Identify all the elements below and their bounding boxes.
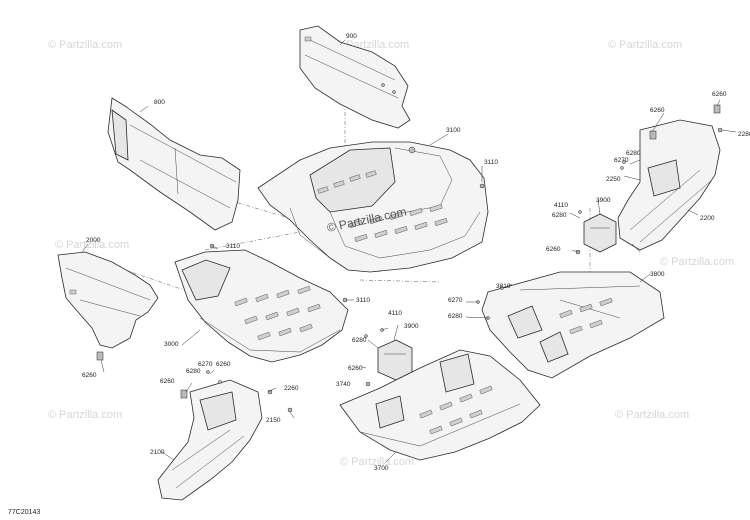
fastener-2280[interactable] <box>717 127 723 133</box>
leader-lines <box>81 39 737 463</box>
fastener-6260-lower[interactable] <box>180 389 188 399</box>
callout-6270-right: 6270 <box>614 157 629 164</box>
pan-3800-slots <box>559 297 613 335</box>
part-900-panel[interactable] <box>299 25 411 129</box>
fastener-3740[interactable] <box>365 381 371 387</box>
part-3900-bracket-lower[interactable] <box>377 339 413 381</box>
watermark-bottom-left: © Partzilla.com <box>48 409 122 421</box>
callout-4110-lower: 4110 <box>388 310 402 317</box>
callout-3110-right: 3110 <box>484 159 498 166</box>
part-3100-floor-tub[interactable] <box>257 141 489 273</box>
fastener-2150[interactable] <box>287 407 293 413</box>
fastener-2260[interactable] <box>267 389 273 395</box>
fastener-6260-top-right[interactable] <box>713 104 721 114</box>
watermarks: © Partzilla.com © Partzilla.com © Partzi… <box>48 39 734 468</box>
callout-6260-top-right: 6260 <box>712 91 727 98</box>
callout-2260: 2260 <box>284 385 299 392</box>
part-800-panel[interactable] <box>107 97 241 231</box>
pan-slots <box>234 285 321 341</box>
callout-3800: 3800 <box>650 271 665 278</box>
part-3000-floor-pan[interactable] <box>174 249 349 363</box>
callout-6260-lower2: 6260 <box>216 361 231 368</box>
callout-2000: 2000 <box>86 237 101 244</box>
part-2000-panel[interactable] <box>57 251 159 349</box>
callout-6260-right: 6260 <box>650 107 665 114</box>
callout-3810: 3810 <box>496 283 511 290</box>
callout-900: 900 <box>346 33 357 40</box>
part-2200-rail[interactable] <box>617 119 721 251</box>
callout-6280-right: 6280 <box>626 150 641 157</box>
callout-2280: 2280 <box>738 131 750 138</box>
diagram-code: 77C20143 <box>8 509 40 516</box>
callout-3900-upper: 3900 <box>596 197 611 204</box>
callout-3110-left: 3110 <box>226 243 240 250</box>
callout-4110-upper: 4110 <box>554 202 568 209</box>
callout-2200: 2200 <box>700 215 715 222</box>
fastener-6260-left[interactable] <box>96 351 104 361</box>
watermark-top-right: © Partzilla.com <box>608 39 682 51</box>
watermark-mid-left: © Partzilla.com <box>55 239 129 251</box>
callout-6260-lower-center: 6260 <box>348 365 363 372</box>
callout-3110-center: 3110 <box>356 297 370 304</box>
callout-6280-upper: 6280 <box>552 212 567 219</box>
watermark-bottom-right: © Partzilla.com <box>615 409 689 421</box>
callout-6270-lower: 6270 <box>198 361 213 368</box>
callout-3700: 3700 <box>374 465 389 472</box>
part-3900-bracket-upper[interactable] <box>575 213 617 255</box>
callout-6260-center-right: 6260 <box>546 246 561 253</box>
part-3800-floor-pan[interactable] <box>481 271 665 379</box>
tub-floor-slots <box>317 170 448 243</box>
callout-6280-lower: 6280 <box>186 368 201 375</box>
callout-2150: 2150 <box>266 417 281 424</box>
callout-6270-center: 6270 <box>448 297 463 304</box>
callout-6280-lower-center: 6280 <box>352 337 367 344</box>
callout-3000: 3000 <box>164 341 179 348</box>
part-2100-rail[interactable] <box>157 379 263 501</box>
callout-6280-center: 6280 <box>448 313 463 320</box>
pan-3700-slots <box>419 385 493 435</box>
callout-3900-lower: 3900 <box>404 323 419 330</box>
watermark-mid-right: © Partzilla.com <box>660 256 734 268</box>
callout-800: 800 <box>154 99 165 106</box>
watermark-top-left: © Partzilla.com <box>48 39 122 51</box>
fastener-6260-right[interactable] <box>649 130 657 140</box>
callout-6260-lower: 6260 <box>160 378 175 385</box>
callout-6260-left: 6260 <box>82 372 97 379</box>
callout-3740: 3740 <box>336 381 351 388</box>
callout-2250: 2250 <box>606 176 621 183</box>
callout-3100: 3100 <box>446 127 461 134</box>
callout-2100: 2100 <box>150 449 165 456</box>
callout-labels: 900 800 3100 3110 3110 3110 2000 3000 62… <box>82 33 750 472</box>
part-3700-floor-pan[interactable] <box>339 349 541 461</box>
watermark-bottom-center: © Partzilla.com <box>340 456 414 468</box>
